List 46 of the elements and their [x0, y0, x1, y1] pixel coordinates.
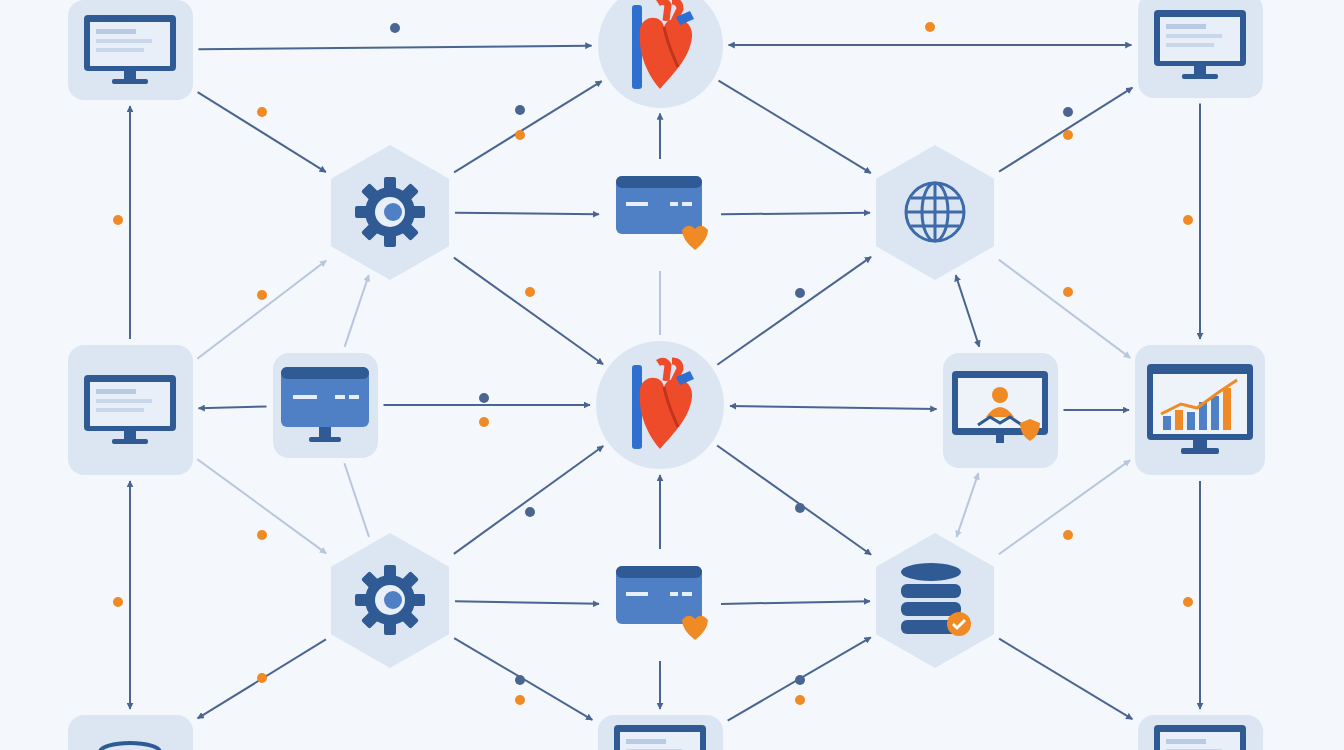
arrow — [453, 637, 594, 721]
arrow — [656, 474, 664, 550]
arrow — [716, 444, 873, 556]
arrow — [126, 105, 134, 340]
arrow — [343, 274, 371, 348]
arrow — [1196, 102, 1204, 340]
arrow — [454, 600, 600, 608]
arrow — [716, 255, 873, 366]
icon-tile — [1135, 345, 1265, 475]
hexagon-tile — [876, 144, 994, 280]
arrow — [126, 480, 134, 710]
hexagon-tile — [876, 532, 994, 668]
arrow — [196, 91, 327, 174]
icon-tile — [272, 352, 378, 458]
arrow — [196, 259, 328, 360]
arrow — [997, 459, 1132, 556]
arrow — [720, 209, 871, 217]
icon-tile — [67, 0, 193, 100]
hexagon-tile — [331, 144, 449, 280]
icon-tile — [67, 345, 193, 475]
arrow — [656, 660, 664, 710]
arrow — [729, 402, 938, 413]
arrow — [382, 401, 591, 409]
arrow — [998, 637, 1134, 721]
arrow — [998, 86, 1134, 173]
arrow — [453, 80, 603, 174]
arrow — [955, 472, 980, 538]
arrow — [727, 41, 1133, 49]
arrow — [454, 210, 600, 218]
arrow — [197, 404, 268, 412]
arrow — [1196, 480, 1204, 710]
icon-tile — [942, 352, 1058, 468]
arrow — [452, 256, 605, 366]
arrow — [717, 79, 872, 175]
arrow — [197, 42, 593, 51]
hexagon-tile — [331, 532, 449, 668]
arrow — [452, 445, 605, 555]
icon-tile — [1137, 0, 1263, 98]
arrow — [196, 458, 328, 555]
arrow — [997, 258, 1132, 359]
arrow — [726, 636, 872, 722]
arrow — [720, 597, 871, 605]
arrow — [656, 112, 664, 160]
arrow — [1062, 406, 1130, 414]
arrow — [196, 638, 327, 720]
arrow — [954, 274, 981, 348]
